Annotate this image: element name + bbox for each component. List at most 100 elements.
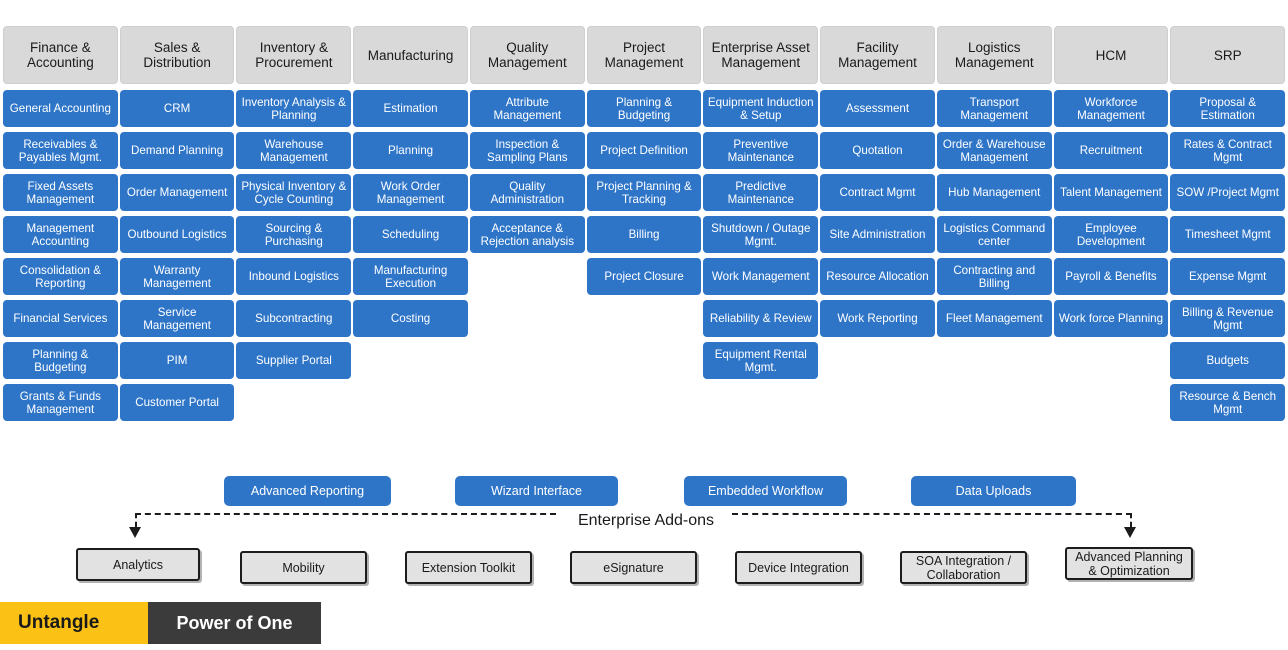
module-cell[interactable]: Warranty Management	[119, 258, 235, 295]
module-cell[interactable]: Work force Planning	[1053, 300, 1169, 337]
module-cell[interactable]: Predictive Maintenance	[703, 174, 819, 211]
module-cell[interactable]: Sourcing & Purchasing	[236, 216, 352, 253]
module-cell[interactable]: Billing	[586, 216, 702, 253]
module-cell[interactable]: Customer Portal	[119, 384, 235, 421]
module-cell[interactable]: Equipment Induction & Setup	[703, 90, 819, 127]
module-cell[interactable]: Inspection & Sampling Plans	[469, 132, 585, 169]
column-header[interactable]: Enterprise Asset Management	[703, 26, 819, 84]
addon-box-device-integration[interactable]: Device Integration	[735, 551, 862, 584]
module-cell[interactable]: Grants & Funds Management	[3, 384, 118, 421]
module-cell[interactable]: Outbound Logistics	[119, 216, 235, 253]
module-cell[interactable]: Management Accounting	[3, 216, 118, 253]
module-cell[interactable]: Consolidation & Reporting	[3, 258, 118, 295]
module-cell[interactable]: Physical Inventory & Cycle Counting	[236, 174, 352, 211]
column-header[interactable]: Sales & Distribution	[119, 26, 235, 84]
module-cell[interactable]: Assessment	[820, 90, 935, 127]
module-cell[interactable]: Planning & Budgeting	[586, 90, 702, 127]
module-cell[interactable]: Project Planning & Tracking	[586, 174, 702, 211]
column-header[interactable]: Finance & Accounting	[3, 26, 118, 84]
addon-box-analytics[interactable]: Analytics	[76, 548, 200, 581]
column-header[interactable]: SRP	[1170, 26, 1286, 84]
column-header[interactable]: Manufacturing	[353, 26, 468, 84]
module-cell[interactable]: Rates & Contract Mgmt	[1170, 132, 1286, 169]
module-cell[interactable]: Subcontracting	[236, 300, 352, 337]
module-cell[interactable]: Attribute Management	[469, 90, 585, 127]
module-cell[interactable]: Receivables & Payables Mgmt.	[3, 132, 118, 169]
module-cell[interactable]: Site Administration	[820, 216, 935, 253]
addon-box-soa-integration[interactable]: SOA Integration / Collaboration	[900, 551, 1027, 584]
module-cell[interactable]: Workforce Management	[1053, 90, 1169, 127]
module-cell[interactable]: Transport Management	[936, 90, 1052, 127]
module-cell[interactable]: Inbound Logistics	[236, 258, 352, 295]
module-cell[interactable]: Order Management	[119, 174, 235, 211]
module-cell[interactable]: Acceptance & Rejection analysis	[469, 216, 585, 253]
module-cell[interactable]: Project Definition	[586, 132, 702, 169]
module-cell[interactable]: Quality Administration	[469, 174, 585, 211]
column-header[interactable]: Quality Management	[469, 26, 585, 84]
addon-chip-embedded-workflow[interactable]: Embedded Workflow	[684, 476, 847, 506]
addon-box-mobility[interactable]: Mobility	[240, 551, 367, 584]
addon-chip-advanced-reporting[interactable]: Advanced Reporting	[224, 476, 391, 506]
module-cell[interactable]: Hub Management	[936, 174, 1052, 211]
module-cell[interactable]: Fleet Management	[936, 300, 1052, 337]
module-cell[interactable]: Work Order Management	[353, 174, 468, 211]
module-cell[interactable]: Work Management	[703, 258, 819, 295]
column-header[interactable]: Inventory & Procurement	[236, 26, 352, 84]
module-cell[interactable]: Inventory Analysis & Planning	[236, 90, 352, 127]
module-cell[interactable]: Manufacturing Execution	[353, 258, 468, 295]
column-header[interactable]: Facility Management	[820, 26, 935, 84]
addons-right-arrow-icon	[1124, 527, 1136, 538]
module-cell[interactable]: Talent Management	[1053, 174, 1169, 211]
module-cell[interactable]: Scheduling	[353, 216, 468, 253]
module-cell[interactable]: Fixed Assets Management	[3, 174, 118, 211]
module-cell[interactable]: Supplier Portal	[236, 342, 352, 379]
module-cell[interactable]: Contract Mgmt	[820, 174, 935, 211]
module-cell[interactable]: CRM	[119, 90, 235, 127]
module-cell[interactable]: Service Management	[119, 300, 235, 337]
module-cell[interactable]: Shutdown / Outage Mgmt.	[703, 216, 819, 253]
module-cell[interactable]: Expense Mgmt	[1170, 258, 1286, 295]
module-cell[interactable]: PIM	[119, 342, 235, 379]
module-cell[interactable]: Employee Development	[1053, 216, 1169, 253]
module-cell[interactable]: Contracting and Billing	[936, 258, 1052, 295]
module-cell[interactable]: Warehouse Management	[236, 132, 352, 169]
addon-chip-wizard-interface[interactable]: Wizard Interface	[455, 476, 618, 506]
module-cell[interactable]: Preventive Maintenance	[703, 132, 819, 169]
module-cell[interactable]: SOW /Project Mgmt	[1170, 174, 1286, 211]
module-cell[interactable]: Resource & Bench Mgmt	[1170, 384, 1286, 421]
module-cell[interactable]: Order & Warehouse Management	[936, 132, 1052, 169]
module-cell[interactable]: Billing & Revenue Mgmt	[1170, 300, 1286, 337]
module-cell[interactable]: Logistics Command center	[936, 216, 1052, 253]
module-cell[interactable]: Equipment Rental Mgmt.	[703, 342, 819, 379]
column-header[interactable]: HCM	[1053, 26, 1169, 84]
module-cell[interactable]: Reliability & Review	[703, 300, 819, 337]
module-cell[interactable]: Demand Planning	[119, 132, 235, 169]
addon-box-extension-toolkit[interactable]: Extension Toolkit	[405, 551, 532, 584]
column-header[interactable]: Project Management	[586, 26, 702, 84]
module-cell[interactable]: Proposal & Estimation	[1170, 90, 1286, 127]
addons-left-dashed-line	[135, 513, 556, 515]
addon-chip-data-uploads[interactable]: Data Uploads	[911, 476, 1076, 506]
module-cell[interactable]: Timesheet Mgmt	[1170, 216, 1286, 253]
module-cell[interactable]: Estimation	[353, 90, 468, 127]
module-cell[interactable]: Budgets	[1170, 342, 1286, 379]
module-cell[interactable]: Recruitment	[1053, 132, 1169, 169]
module-cell[interactable]: Resource Allocation	[820, 258, 935, 295]
module-cell[interactable]: Financial Services	[3, 300, 118, 337]
addon-box-esignature[interactable]: eSignature	[570, 551, 697, 584]
module-cell[interactable]: Quotation	[820, 132, 935, 169]
module-cell[interactable]: Planning & Budgeting	[3, 342, 118, 379]
module-cell[interactable]: General Accounting	[3, 90, 118, 127]
module-cell[interactable]: Project Closure	[586, 258, 702, 295]
module-cell[interactable]: Planning	[353, 132, 468, 169]
column-header[interactable]: Logistics Management	[936, 26, 1052, 84]
addon-box-advanced-planning[interactable]: Advanced Planning & Optimization	[1065, 547, 1193, 580]
module-cell[interactable]: Payroll & Benefits	[1053, 258, 1169, 295]
module-cell[interactable]: Work Reporting	[820, 300, 935, 337]
module-cell[interactable]: Costing	[353, 300, 468, 337]
